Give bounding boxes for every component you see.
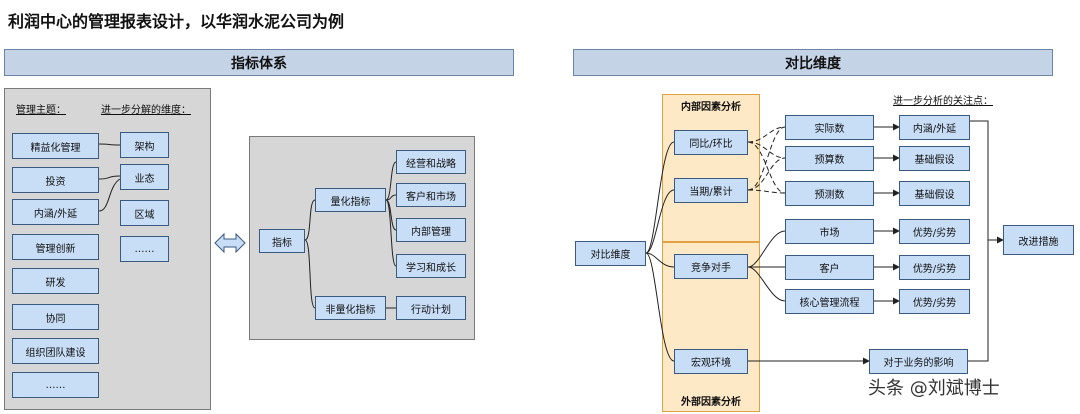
- internal-factor-box: 同比/环比: [674, 130, 748, 155]
- comparison-root-box: 对比维度: [575, 241, 646, 266]
- quant-item-box: 客户和市场: [396, 183, 466, 207]
- theme-box: 研发: [12, 268, 99, 294]
- quant-item-box: 学习和成长: [396, 254, 466, 278]
- dimension-box: ……: [120, 236, 169, 262]
- quant-item-box: 内部管理: [396, 218, 466, 242]
- theme-box: 内涵/外延: [12, 199, 99, 225]
- improvement-measures-box: 改进措施: [1003, 225, 1074, 255]
- theme-box: 管理创新: [12, 234, 99, 260]
- business-impact-box: 对于业务的影响: [869, 349, 968, 374]
- theme-label: 管理主题：: [16, 105, 66, 116]
- theme-box: 协同: [12, 304, 99, 330]
- internal-group-label: 内部因素分析: [681, 102, 741, 113]
- watermark: 头条 @刘斌博士: [868, 378, 1000, 399]
- external-factor-box: 竞争对手: [674, 254, 748, 279]
- internal-factor-group: [662, 94, 760, 242]
- focus-point-box: 基础假设: [899, 181, 970, 206]
- theme-box: 精益化管理: [12, 133, 99, 159]
- focus-point-box: 基础假设: [899, 146, 970, 171]
- right-section-header: 对比维度: [573, 49, 1053, 76]
- nonquant-item-box: 行动计划: [396, 296, 466, 320]
- dims-label: 进一步分解的维度：: [101, 105, 191, 116]
- dimension-box: 业态: [120, 164, 169, 190]
- dimension-box: 区域: [120, 200, 169, 226]
- theme-box: 投资: [12, 167, 99, 193]
- focus-label: 进一步分析的关注点：: [893, 96, 993, 107]
- quantitative-indicator-box: 量化指标: [315, 188, 386, 212]
- external-group-label: 外部因素分析: [681, 397, 741, 408]
- competitor-aspect-box: 客户: [785, 255, 874, 280]
- left-section-header: 指标体系: [4, 49, 514, 76]
- page-title: 利润中心的管理报表设计，以华润水泥公司为例: [8, 12, 345, 31]
- indicator-root-box: 指标: [259, 229, 305, 253]
- focus-point-box: 优势/劣势: [899, 289, 970, 314]
- competitor-aspect-box: 市场: [785, 219, 874, 244]
- comparison-type-box: 实际数: [785, 115, 874, 140]
- dimension-box: 架构: [120, 132, 169, 158]
- competitor-aspect-box: 核心管理流程: [785, 289, 874, 314]
- external-factor-box: 宏观环境: [674, 349, 748, 374]
- focus-point-box: 优势/劣势: [899, 255, 970, 280]
- theme-box: ……: [12, 372, 99, 398]
- nonquantitative-indicator-box: 非量化指标: [315, 296, 386, 320]
- focus-point-box: 内涵/外延: [899, 115, 970, 140]
- internal-factor-box: 当期/累计: [674, 178, 748, 203]
- double-arrow-icon: [214, 232, 246, 254]
- comparison-type-box: 预算数: [785, 146, 874, 171]
- comparison-type-box: 预测数: [785, 181, 874, 206]
- theme-box: 组织团队建设: [12, 338, 99, 364]
- focus-point-box: 优势/劣势: [899, 219, 970, 244]
- quant-item-box: 经营和战略: [396, 150, 466, 174]
